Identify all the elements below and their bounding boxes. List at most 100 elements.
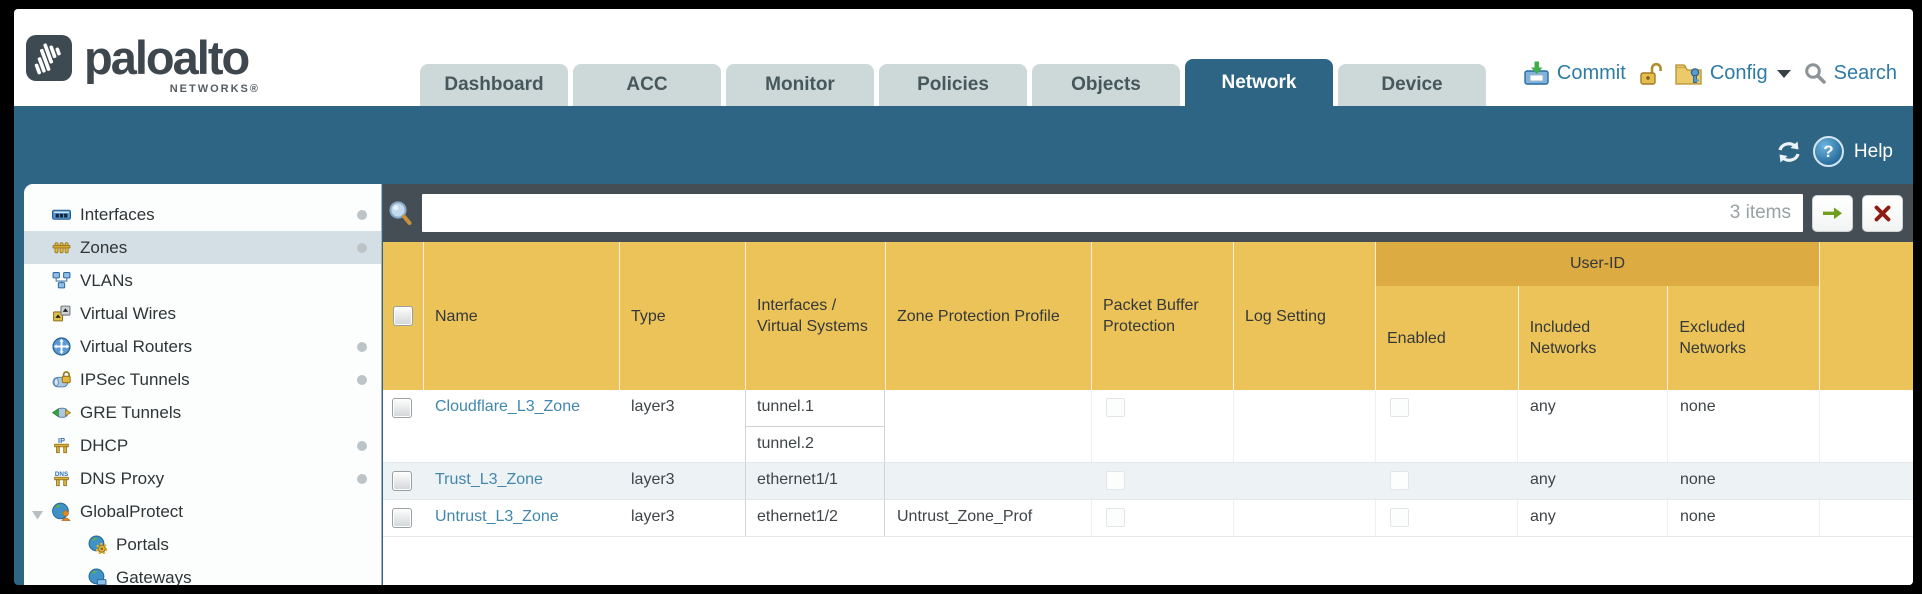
sidebar-item-label: GlobalProtect: [80, 501, 183, 521]
green-arrow-icon: [1823, 207, 1842, 219]
user-id-enabled-checkbox[interactable]: [1390, 398, 1409, 417]
excluded-networks: none: [1667, 390, 1819, 462]
col-header-zone-protection[interactable]: Zone Protection Profile: [885, 242, 1091, 390]
excluded-networks: none: [1667, 500, 1819, 536]
tab-objects[interactable]: Objects: [1032, 64, 1180, 106]
col-header-excluded-networks[interactable]: Excluded Networks: [1667, 286, 1819, 390]
table-row[interactable]: Cloudflare_L3_Zone layer3 tunnel.1 tunne…: [383, 390, 1913, 463]
row-checkbox[interactable]: [392, 471, 412, 491]
zone-protection-profile: [885, 463, 1091, 499]
zone-type: layer3: [631, 508, 675, 525]
interface-cell: tunnel.2: [745, 426, 885, 462]
sidebar-item-label: Portals: [116, 534, 169, 554]
col-header-enabled[interactable]: Enabled: [1387, 329, 1446, 347]
packet-buffer-checkbox[interactable]: [1106, 398, 1125, 417]
sidebar-item-zones[interactable]: Zones: [24, 231, 381, 264]
sidebar-item-label: DHCP: [80, 435, 129, 455]
col-header-name[interactable]: Name: [423, 242, 619, 390]
sidebar-item-gateways[interactable]: Gateways: [24, 561, 381, 585]
select-all-checkbox[interactable]: [393, 306, 413, 326]
tab-network[interactable]: Network: [1185, 59, 1333, 106]
zone-name-link[interactable]: Untrust_L3_Zone: [435, 508, 559, 525]
unlocked-padlock-icon[interactable]: [1639, 62, 1662, 86]
sidebar-item-label: IPSec Tunnels: [80, 369, 190, 389]
clear-filter-button[interactable]: [1862, 194, 1903, 232]
virtual-routers-icon: [52, 337, 71, 356]
packet-buffer-checkbox[interactable]: [1106, 508, 1125, 527]
sidebar-item-portals[interactable]: Portals: [24, 528, 381, 561]
sidebar-item-virtual-routers[interactable]: Virtual Routers: [24, 330, 381, 363]
tab-acc[interactable]: ACC: [573, 64, 721, 106]
top-bar: paloalto NETWORKS® Dashboard ACC Monitor…: [14, 9, 1913, 109]
sidebar-item-interfaces[interactable]: Interfaces: [24, 198, 381, 231]
sidebar-item-dhcp[interactable]: IP DHCP: [24, 429, 381, 462]
user-id-enabled-checkbox[interactable]: [1390, 471, 1409, 490]
col-header-packet-buffer[interactable]: Packet Buffer Protection: [1091, 242, 1233, 390]
search-button[interactable]: Search: [1804, 62, 1897, 85]
sidebar-item-label: Gateways: [116, 567, 192, 586]
row-checkbox[interactable]: [392, 398, 412, 418]
config-caret-icon: [1776, 69, 1791, 78]
item-status-dot: [357, 341, 367, 352]
dns-proxy-icon: DNS: [52, 469, 71, 488]
log-setting: [1233, 500, 1375, 536]
brand-subtitle: NETWORKS®: [169, 83, 260, 95]
item-status-dot: [357, 374, 367, 385]
virtual-wires-icon: [52, 304, 71, 323]
item-status-dot: [357, 242, 367, 253]
col-header-type[interactable]: Type: [619, 242, 745, 390]
sidebar-item-virtual-wires[interactable]: Virtual Wires: [24, 297, 381, 330]
items-count: 3 items: [1729, 202, 1791, 223]
zone-name-link[interactable]: Cloudflare_L3_Zone: [435, 398, 580, 415]
app-window: paloalto NETWORKS® Dashboard ACC Monitor…: [14, 9, 1913, 585]
commit-button[interactable]: Commit: [1523, 61, 1626, 86]
item-status-dot: [357, 209, 367, 220]
sidebar-item-dns-proxy[interactable]: DNS DNS Proxy: [24, 462, 381, 495]
sidebar-item-ipsec-tunnels[interactable]: IPSec Tunnels: [24, 363, 381, 396]
sidebar-item-label: VLANs: [80, 270, 133, 290]
apply-filter-button[interactable]: [1812, 194, 1853, 232]
select-all-cell: [383, 242, 423, 390]
clear-x-icon: [1874, 205, 1891, 221]
interface-cell: tunnel.1: [745, 390, 885, 426]
row-checkbox[interactable]: [392, 508, 412, 528]
col-header-included-networks[interactable]: Included Networks: [1517, 286, 1668, 390]
log-setting: [1233, 463, 1375, 499]
user-id-enabled-checkbox[interactable]: [1390, 508, 1409, 527]
portals-icon: [88, 535, 107, 554]
interfaces-icon: [52, 205, 71, 224]
col-header-interfaces[interactable]: Interfaces / Virtual Systems: [745, 242, 885, 390]
tab-dashboard[interactable]: Dashboard: [420, 64, 568, 106]
sidebar-item-label: Virtual Routers: [80, 336, 193, 356]
help-icon[interactable]: ?: [1812, 136, 1844, 167]
table-row[interactable]: Trust_L3_Zone layer3 ethernet1/1 any non…: [383, 463, 1913, 500]
filter-input[interactable]: [422, 194, 1730, 232]
table-row[interactable]: Untrust_L3_Zone layer3 ethernet1/2 Untru…: [383, 500, 1913, 537]
commit-save-icon: [1524, 61, 1549, 85]
help-label[interactable]: Help: [1853, 140, 1893, 162]
tab-policies[interactable]: Policies: [879, 64, 1027, 106]
paloalto-logo-icon: [26, 35, 72, 81]
sidebar-item-label: DNS Proxy: [80, 468, 165, 488]
main-nav-tabs: Dashboard ACC Monitor Policies Objects N…: [420, 59, 1491, 106]
sidebar-item-globalprotect[interactable]: GlobalProtect: [24, 495, 381, 528]
item-status-dot: [357, 440, 367, 451]
sidebar-item-vlans[interactable]: VLANs: [24, 264, 381, 297]
filter-input-wrap: 3 items: [422, 194, 1803, 232]
sidebar-item-gre-tunnels[interactable]: GRE Tunnels: [24, 396, 381, 429]
tab-monitor[interactable]: Monitor: [726, 64, 874, 106]
grid-header: Name Type Interfaces / Virtual Systems Z…: [383, 242, 1913, 390]
packet-buffer-checkbox[interactable]: [1106, 471, 1125, 490]
col-header-log-setting[interactable]: Log Setting: [1233, 242, 1375, 390]
refresh-icon[interactable]: [1775, 140, 1803, 164]
sidebar-item-label: Interfaces: [80, 204, 155, 224]
globalprotect-icon: [52, 502, 71, 521]
zone-type: layer3: [631, 471, 675, 488]
config-menu[interactable]: Config: [1675, 62, 1791, 86]
interface-cell: ethernet1/2: [745, 500, 885, 536]
tab-device[interactable]: Device: [1338, 64, 1486, 106]
zone-name-link[interactable]: Trust_L3_Zone: [435, 471, 543, 488]
top-actions: Commit Config: [1523, 61, 1897, 86]
dhcp-icon: IP: [52, 436, 71, 455]
expand-caret-icon[interactable]: [31, 506, 44, 526]
